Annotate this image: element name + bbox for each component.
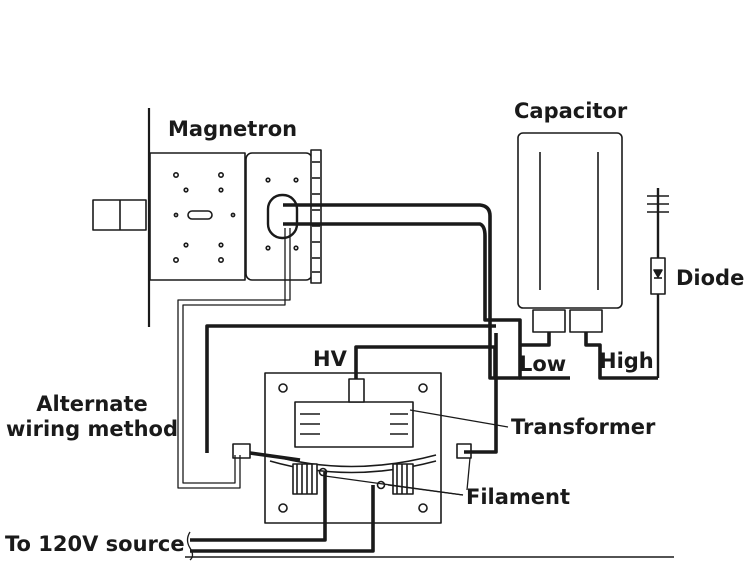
magnetron-label: Magnetron bbox=[168, 117, 298, 141]
hv-label: HV bbox=[313, 347, 347, 371]
capacitor bbox=[517, 132, 623, 333]
wires bbox=[190, 203, 658, 553]
alternate-wiring-label-line1: Alternate bbox=[36, 392, 148, 416]
low-label: Low bbox=[519, 352, 567, 376]
capacitor-label: Capacitor bbox=[514, 99, 628, 123]
diode bbox=[647, 188, 669, 378]
source-label: To 120V source bbox=[5, 532, 185, 556]
magnetron bbox=[92, 108, 322, 327]
alternate-wiring-label-line2: wiring method bbox=[6, 417, 179, 442]
high-label: High bbox=[599, 349, 654, 373]
filament-label: Filament bbox=[466, 485, 571, 509]
transformer-label: Transformer bbox=[511, 415, 656, 439]
leader-lines bbox=[324, 409, 509, 496]
alternate-wiring-label: Alternate wiring method bbox=[6, 392, 178, 442]
transformer bbox=[232, 372, 472, 524]
alternate-wiring bbox=[177, 228, 291, 489]
diode-label: Diode bbox=[676, 266, 745, 290]
